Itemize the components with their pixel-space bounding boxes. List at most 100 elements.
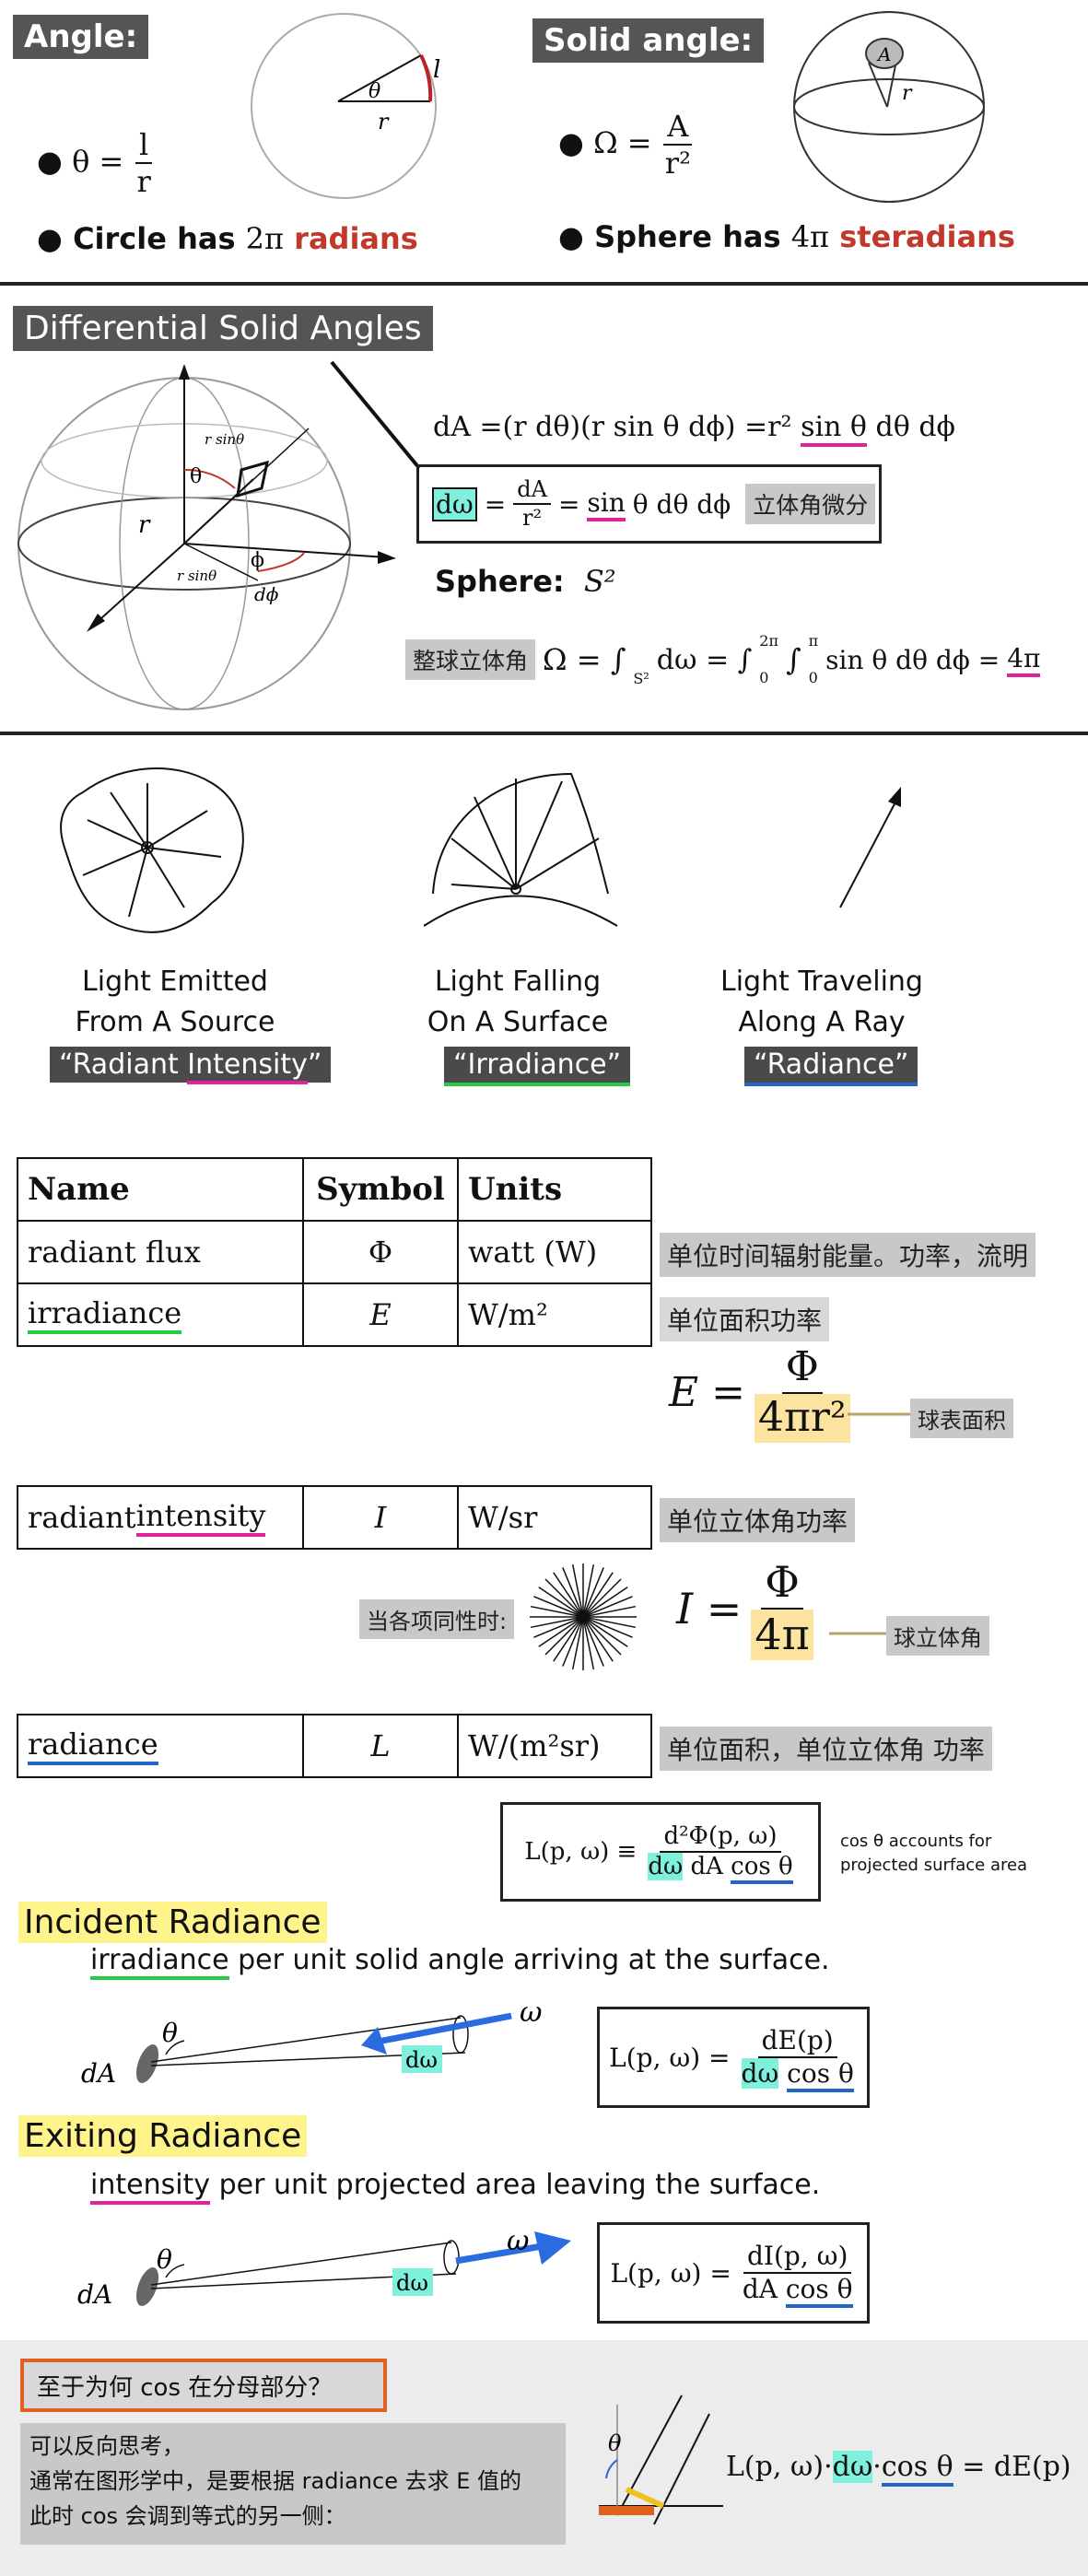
fig-r: r [378,109,390,135]
sphere-has: ● Sphere has 4π steradians [558,219,1015,254]
irradiance-zh: 单位面积功率 [660,1297,830,1341]
fig-dA: dA [81,2058,116,2089]
bottom-equation: L(p, ω)·dω·cos θ = dE(p) [726,2451,1071,2487]
isotropic-ray [538,1616,584,1647]
divider-1 [0,282,1088,286]
isotropic-ray [582,1596,633,1618]
isotropic-figure [530,1563,637,1670]
fig-rsin-2: r sinθ [177,568,216,584]
isotropic-ray [544,1578,584,1618]
ray-light-figure [839,787,901,908]
fig-r2: r [902,82,913,105]
isotropic-ray [533,1596,584,1618]
I-note-line [829,1632,894,1635]
fig-theta: θ [608,2430,622,2456]
isotropic-ray [582,1616,622,1656]
exiting-radiance-title: Exiting Radiance [18,2115,308,2157]
fig-dA: dA [77,2279,112,2310]
fig-A: A [876,43,891,65]
isotropic-ray [530,1616,584,1629]
I-note: 球立体角 [886,1616,989,1656]
isotropic-ray [582,1616,633,1638]
E-note: 球表面积 [910,1399,1013,1438]
emitted-light-figure [60,767,244,933]
isotropic-ray [582,1616,614,1662]
question-box: 至于为何 cos 在分母部分？ [20,2359,387,2412]
radiance-tag: “Radiance” [744,1047,918,1086]
cos-figure: θ [599,2395,723,2525]
isotropic-ray [553,1572,584,1618]
fig-dw: dω [405,2047,438,2073]
isotropic-ray [533,1616,584,1638]
solid-angle-sphere-figure: A r [793,11,985,203]
falling-light-figure [424,772,618,927]
radiance-zh: 单位面积，单位立体角 功率 [660,1727,992,1771]
title-connector-line [330,360,421,470]
isotropic-ray [582,1616,595,1670]
isotropic-ray [582,1616,637,1629]
isotropic-ray [544,1616,584,1656]
incident-radiance-title: Incident Radiance [18,1902,327,1943]
isotropic-ray [553,1616,584,1662]
divider-2 [0,732,1088,735]
isotropic-ray [562,1567,584,1618]
angle-circle-figure: θ r l [251,13,440,199]
isotropic-ray [582,1572,614,1618]
angle-title: Angle: [13,15,149,59]
isotropic-ray [582,1567,604,1618]
fig-omega: ω [507,2225,529,2257]
isotropic-ray [571,1616,584,1670]
exiting-description: intensity per unit projected area leavin… [90,2169,820,2205]
circle-has: ● Circle has 2π radians [37,221,418,256]
dA-equation: dA =(r dθ)(r sin θ dϕ) =r² sin θ dθ dϕ [433,411,955,447]
E-note-line [848,1412,921,1416]
isotropic-ray [562,1616,584,1667]
isotropic-ray [571,1563,584,1618]
diff-sphere-figure: r sinθ θ r r sinθ ϕ dϕ [18,364,396,710]
isotropic-ray [582,1578,622,1618]
isotropic-ray [582,1587,628,1618]
irradiance-tag: “Irradiance” [444,1047,631,1086]
radiance-definition-box: L(p, ω) ≡ d²Φ(p, ω)dω dA cos θ [500,1802,821,1902]
exiting-formula-box: L(p, ω) = dI(p, ω)dA cos θ [597,2222,870,2324]
incident-formula-box: L(p, ω) = dE(p)dω cos θ [597,2007,870,2108]
exiting-figure: dA θ ω dω [77,2225,571,2310]
isotropic-ray [582,1605,637,1618]
fig-rsin-1: r sinθ [205,431,244,448]
isotropic-ray [582,1616,604,1667]
intensity-zh: 单位立体角功率 [660,1498,856,1542]
fig-phi: ϕ [251,549,264,572]
fig-dw: dω [396,2270,428,2296]
diff-title: Differential Solid Angles [13,306,433,351]
fig-theta: θ [190,465,202,488]
isotropic-ray [582,1563,595,1618]
isotropic-ray [538,1587,584,1618]
sphere-label: Sphere: S² [435,564,616,599]
isotropic-ray [582,1616,628,1647]
isotropic-ray [530,1605,584,1618]
fig-theta: θ [369,80,380,103]
isotropic-label: 当各项同性时: [359,1599,515,1639]
answer-box: 可以反向思考，通常在图形学中，是要根据 radiance 去求 E 值的此时 c… [20,2423,566,2545]
fig-omega: ω [520,1996,542,2029]
radiant-intensity-tag: “Radiant Intensity” [50,1047,332,1084]
solid-angle-title: Solid angle: [532,18,765,63]
fig-theta: θ [162,2018,178,2048]
flux-zh: 单位时间辐射能量。功率，流明 [660,1233,1036,1277]
fig-dphi: dϕ [254,583,279,605]
